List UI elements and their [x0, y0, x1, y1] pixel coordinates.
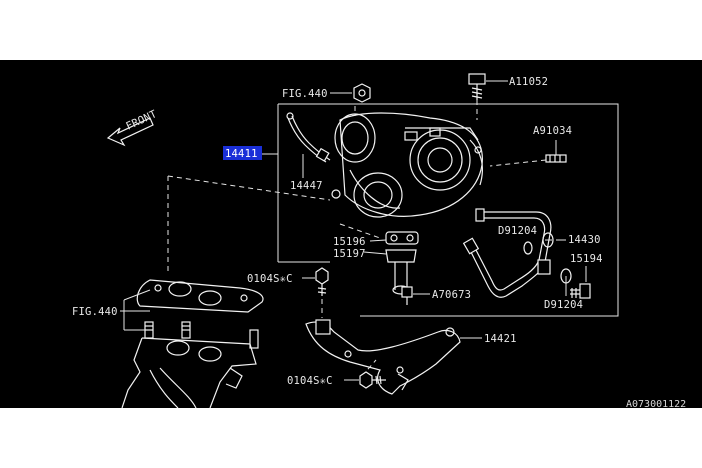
diagram-reference-code: A073001122: [626, 399, 686, 408]
gasket-15196[interactable]: [385, 231, 419, 245]
manifold-gasket-fig440[interactable]: [136, 279, 264, 313]
nut-fig440[interactable]: [353, 83, 371, 103]
bolt-a70673[interactable]: [401, 286, 413, 305]
label-15197[interactable]: 15197: [333, 248, 366, 260]
label-d91204-upper[interactable]: D91204: [498, 225, 537, 237]
assembly-frame: [278, 103, 619, 317]
turbocharger-unit-14411[interactable]: [331, 112, 483, 218]
bolt-a11052[interactable]: [468, 73, 486, 100]
bolt-15194[interactable]: [570, 283, 591, 299]
oil-pipe-14447[interactable]: [286, 112, 331, 163]
label-14421[interactable]: 14421: [484, 333, 517, 345]
bracket-14421[interactable]: [305, 319, 461, 395]
label-fig440-top[interactable]: FIG.440: [282, 88, 328, 100]
oil-return-pipe-14430[interactable]: [462, 208, 552, 298]
label-a70673[interactable]: A70673: [432, 289, 471, 301]
label-0104s-c-lower[interactable]: 0104S✳C: [287, 375, 333, 387]
label-a11052[interactable]: A11052: [509, 76, 548, 88]
label-fig440-left[interactable]: FIG.440: [72, 306, 118, 318]
label-14430[interactable]: 14430: [568, 234, 601, 246]
exhaust-manifold: [121, 321, 259, 408]
stud-a91034[interactable]: [545, 154, 567, 163]
front-label: FRONT: [124, 108, 159, 133]
label-15194[interactable]: 15194: [570, 253, 603, 265]
bolt-0104s-c-lower[interactable]: [359, 371, 386, 389]
bolt-0104s-c-upper[interactable]: [315, 267, 329, 296]
gasket-d91204-upper[interactable]: [542, 232, 554, 248]
label-14411-highlight: [223, 146, 262, 160]
parts-diagram-canvas: FRONT: [0, 60, 702, 408]
label-14447[interactable]: 14447: [290, 180, 323, 192]
front-arrow-icon: FRONT: [106, 108, 159, 147]
label-d91204-lower[interactable]: D91204: [544, 299, 583, 311]
label-0104s-c-upper[interactable]: 0104S✳C: [247, 273, 293, 285]
label-a91034[interactable]: A91034: [533, 125, 572, 137]
label-15196[interactable]: 15196: [333, 236, 366, 248]
turbocharger-exploded-view: FRONT: [72, 73, 686, 408]
label-14411[interactable]: 14411: [225, 148, 258, 160]
